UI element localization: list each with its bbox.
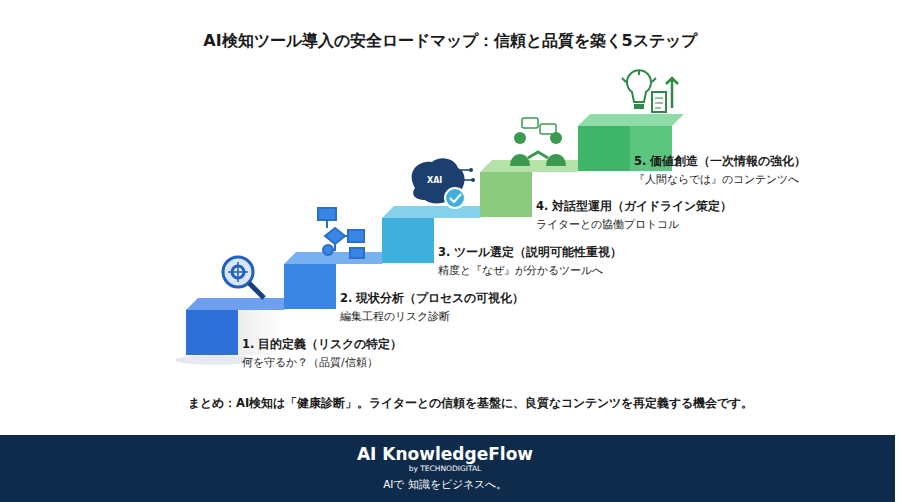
step-body: 編集工程のリスク診断 (340, 308, 524, 324)
summary-caption: まとめ：AI検知は「健康診断」。ライターとの信頼を基盤に、良質なコンテンツを再定… (188, 396, 753, 411)
step-body: 『人間ならでは』のコンテンツへ (634, 171, 806, 187)
step-heading: 2. 現状分析（プロセスの可視化） (340, 290, 524, 306)
step-label: 5. 価値創造（一次情報の強化） 『人間ならでは』のコンテンツへ (634, 153, 806, 187)
step-label: 4. 対話型運用（ガイドライン策定） ライターとの協働プロトコル (536, 198, 732, 232)
step-heading: 4. 対話型運用（ガイドライン策定） (536, 198, 732, 214)
footer-text: AI KnowledgeFlow (0, 444, 895, 464)
step-label: 1. 目的定義（リスクの特定） 何を守るか？（品質/信頼） (242, 336, 402, 370)
icon-label: XAI (427, 176, 442, 185)
diagram-title: AI検知ツール導入の安全ロードマップ：信頼と品質を築く5ステップ (0, 31, 900, 52)
step-label: 2. 現状分析（プロセスの可視化） 編集工程のリスク診断 (340, 290, 524, 324)
step-heading: 1. 目的定義（リスクの特定） (242, 336, 402, 352)
step-body: 精度と『なぜ』が分かるツールへ (438, 262, 622, 278)
step-label: 3. ツール選定（説明可能性重視） 精度と『なぜ』が分かるツールへ (438, 244, 622, 278)
collaboration-icon (510, 118, 566, 166)
step-heading: 3. ツール選定（説明可能性重視） (438, 244, 622, 260)
brain-icon (412, 158, 475, 208)
magnifier-icon (223, 257, 264, 298)
idea-icon (622, 70, 678, 112)
step-body: ライターとの協働プロトコル (536, 216, 732, 232)
footer-text: by TECHNODIGITAL (0, 464, 895, 474)
footer-text: AIで 知識をビジネスへ。 (0, 476, 895, 492)
step-heading: 5. 価値創造（一次情報の強化） (634, 153, 806, 169)
flowchart-icon (318, 208, 364, 258)
step-body: 何を守るか？（品質/信頼） (242, 354, 402, 370)
footer-band: AI KnowledgeFlowby TECHNODIGITAL AIで 知識をビ… (0, 435, 895, 502)
